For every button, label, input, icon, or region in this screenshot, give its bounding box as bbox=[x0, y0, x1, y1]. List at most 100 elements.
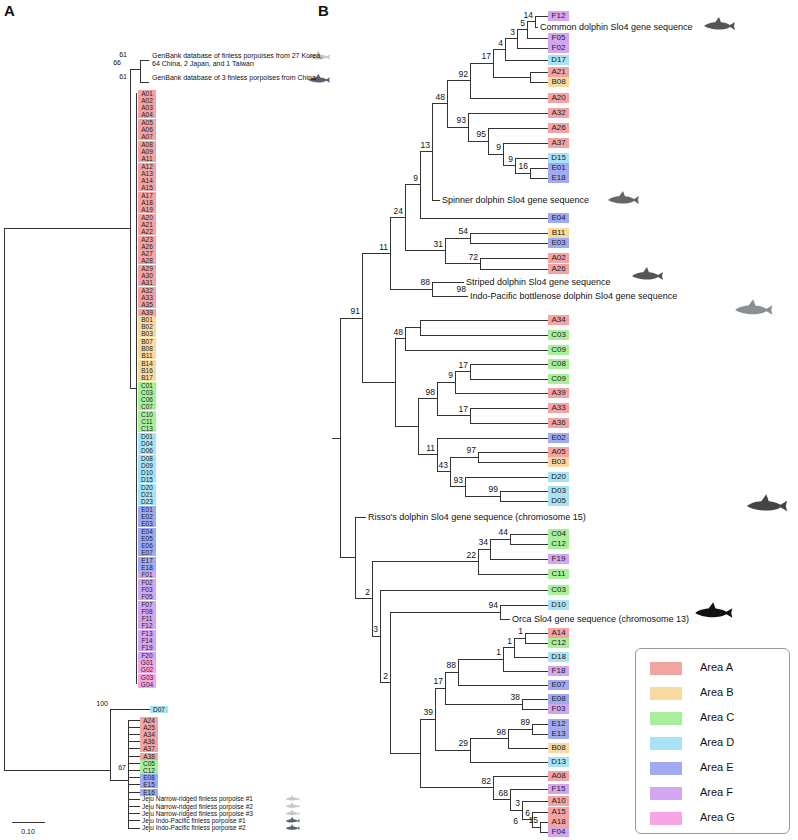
tip-box: E03 bbox=[138, 520, 156, 527]
tree-branch bbox=[450, 457, 478, 458]
tip-box: E18 bbox=[138, 564, 156, 571]
bootstrap-value: 43 bbox=[439, 461, 448, 471]
tip-box: A28 bbox=[138, 257, 156, 264]
tip-box: A34 bbox=[548, 315, 569, 325]
tip-label: B01 bbox=[141, 316, 153, 323]
tip-label: A15 bbox=[551, 807, 565, 816]
tip-label: C01 bbox=[141, 382, 153, 389]
tip-box: C04 bbox=[548, 529, 569, 539]
tip-label: A08 bbox=[141, 141, 153, 148]
tip-box: E02 bbox=[138, 513, 156, 520]
tip-box: C07 bbox=[138, 403, 156, 410]
cetacean-body bbox=[695, 602, 732, 618]
tip-box: F12 bbox=[138, 622, 156, 629]
tip-label: C05 bbox=[143, 760, 155, 767]
tree-branch bbox=[540, 822, 541, 832]
tip-label: A33 bbox=[141, 294, 153, 301]
tip-label: A05 bbox=[141, 119, 153, 126]
tree-branch bbox=[110, 780, 128, 781]
tip-label: A10 bbox=[551, 796, 565, 805]
tip-box: B08 bbox=[548, 743, 569, 753]
tree-branch bbox=[390, 612, 500, 613]
tip-box: D04 bbox=[138, 440, 156, 447]
tip-label: E08 bbox=[551, 694, 565, 703]
tip-label: E18 bbox=[551, 173, 565, 182]
panel-letter: A bbox=[4, 2, 15, 19]
tree-branch bbox=[420, 151, 432, 152]
tree-branch bbox=[500, 605, 501, 619]
bootstrap-value: 6 bbox=[525, 809, 530, 819]
tree-branch bbox=[515, 173, 530, 174]
tip-label: E17 bbox=[141, 557, 153, 564]
tree-branch bbox=[530, 82, 548, 83]
bootstrap-value: 5 bbox=[520, 19, 525, 29]
tree-branch bbox=[500, 619, 510, 620]
tip-box: A01 bbox=[138, 90, 156, 97]
tree-branch bbox=[503, 648, 504, 672]
cetacean-icon bbox=[286, 802, 300, 808]
tip-box: A32 bbox=[548, 108, 569, 118]
tree-branch bbox=[517, 30, 518, 48]
bootstrap-value: 1 bbox=[507, 637, 512, 647]
tree-branch bbox=[514, 638, 515, 657]
tip-label: C12 bbox=[551, 638, 566, 647]
tip-box: F08 bbox=[138, 608, 156, 615]
tree-branch bbox=[493, 776, 548, 777]
tree-branch bbox=[522, 699, 548, 700]
tip-label: E15 bbox=[143, 781, 155, 788]
tip-box: A32 bbox=[138, 287, 156, 294]
tip-box: A21 bbox=[548, 67, 569, 77]
bootstrap-value: 72 bbox=[469, 253, 478, 263]
tip-box: C12 bbox=[548, 539, 569, 549]
bootstrap-value: 9 bbox=[496, 143, 501, 153]
tip-box: F12 bbox=[548, 11, 569, 21]
tree-branch bbox=[458, 685, 548, 686]
tip-label: B03 bbox=[141, 330, 153, 337]
tip-label: D06 bbox=[141, 447, 153, 454]
tree-branch bbox=[478, 549, 490, 550]
tip-label: A20 bbox=[141, 214, 153, 221]
tree-branch bbox=[445, 238, 446, 264]
tip-box: F20 bbox=[138, 652, 156, 659]
cetacean-icon bbox=[632, 267, 663, 280]
bootstrap-value: 48 bbox=[436, 93, 445, 103]
tree-branch bbox=[128, 727, 140, 728]
tip-box: F13 bbox=[138, 630, 156, 637]
tree-branch bbox=[480, 258, 548, 259]
tip-label: E05 bbox=[141, 535, 153, 542]
tip-label: D10 bbox=[141, 469, 153, 476]
legend-swatch bbox=[650, 787, 682, 800]
tip-label: A04 bbox=[141, 111, 153, 118]
tip-label: F05 bbox=[552, 33, 566, 42]
tree-branch bbox=[435, 688, 436, 750]
tip-box: A18 bbox=[138, 199, 156, 206]
tip-label: E12 bbox=[551, 719, 565, 728]
cetacean-icon bbox=[695, 602, 732, 618]
tip-label: C11 bbox=[141, 418, 152, 425]
tip-box: F19 bbox=[138, 644, 156, 651]
tip-box: A30 bbox=[138, 272, 156, 279]
tip-box: C06 bbox=[138, 396, 156, 403]
bootstrap-value: 100 bbox=[96, 700, 108, 708]
tip-label: A31 bbox=[141, 279, 153, 286]
cetacean-icon bbox=[286, 810, 300, 816]
cetacean-icon bbox=[286, 817, 300, 823]
tip-box: C09 bbox=[548, 374, 569, 384]
clade-label: GenBank database of finless porpoises fr… bbox=[152, 52, 324, 68]
bootstrap-value: 54 bbox=[459, 227, 468, 237]
tree-branch bbox=[514, 638, 525, 639]
species-label: Striped dolphin Slo4 gene sequence bbox=[466, 277, 611, 287]
tip-box: A05 bbox=[548, 447, 569, 457]
tip-box: A35 bbox=[138, 301, 156, 308]
tree-branch bbox=[503, 647, 514, 648]
tree-branch bbox=[420, 152, 421, 218]
tree-branch bbox=[493, 799, 510, 800]
tree-branch bbox=[455, 393, 548, 394]
tree-branch bbox=[435, 750, 470, 751]
tree-branch bbox=[432, 296, 468, 297]
tree-branch bbox=[136, 93, 137, 684]
legend-text: Area B bbox=[700, 686, 734, 699]
tree-branch bbox=[500, 491, 501, 501]
tip-label: F08 bbox=[141, 608, 152, 615]
tip-box: D17 bbox=[548, 55, 569, 65]
